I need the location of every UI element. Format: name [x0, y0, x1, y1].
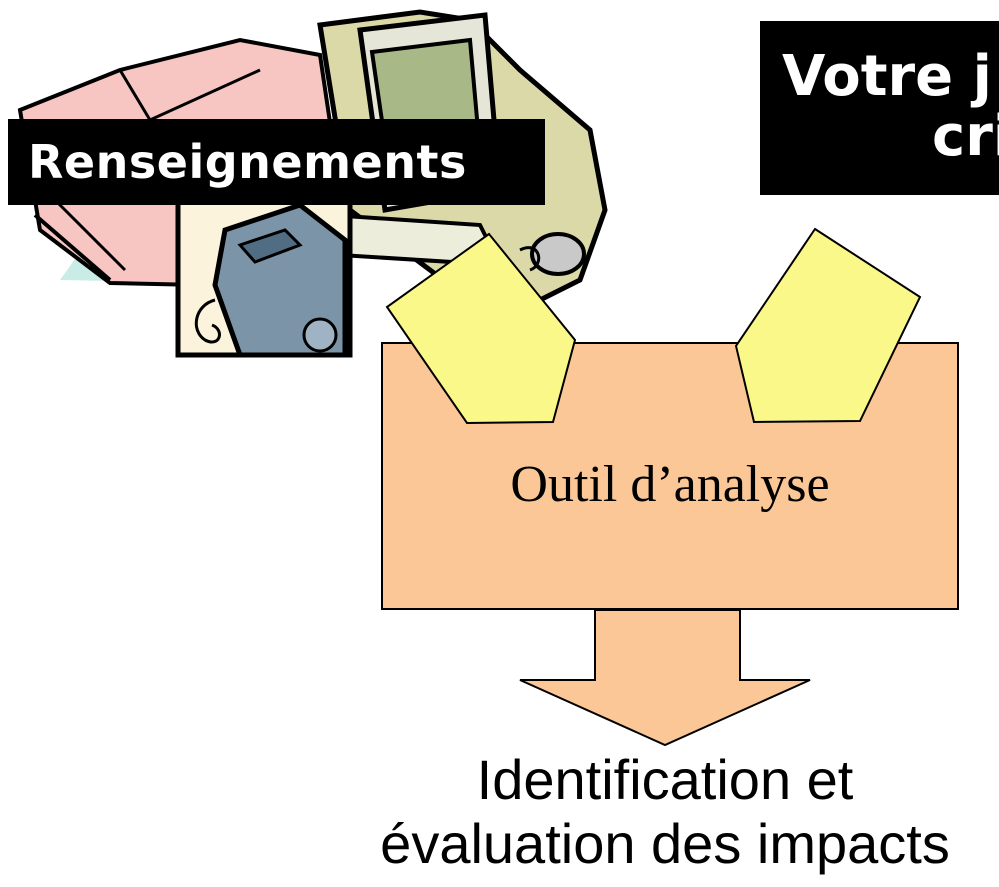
result-label: Identification et évaluation des impacts	[300, 748, 999, 876]
input-arrow-left-icon	[385, 232, 577, 425]
criteria-label-line2: cri	[932, 104, 999, 169]
criteria-label-line1: Votre j	[782, 44, 992, 109]
input-arrow-right-icon	[734, 227, 922, 424]
source-info-label: Renseignements	[8, 119, 545, 205]
result-label-line1: Identification et	[476, 748, 854, 811]
output-arrow	[519, 609, 811, 747]
result-label-line2: évaluation des impacts	[380, 812, 950, 875]
process-label: Outil d’analyse	[510, 456, 830, 513]
criteria-label: Votre j cri	[760, 21, 999, 195]
